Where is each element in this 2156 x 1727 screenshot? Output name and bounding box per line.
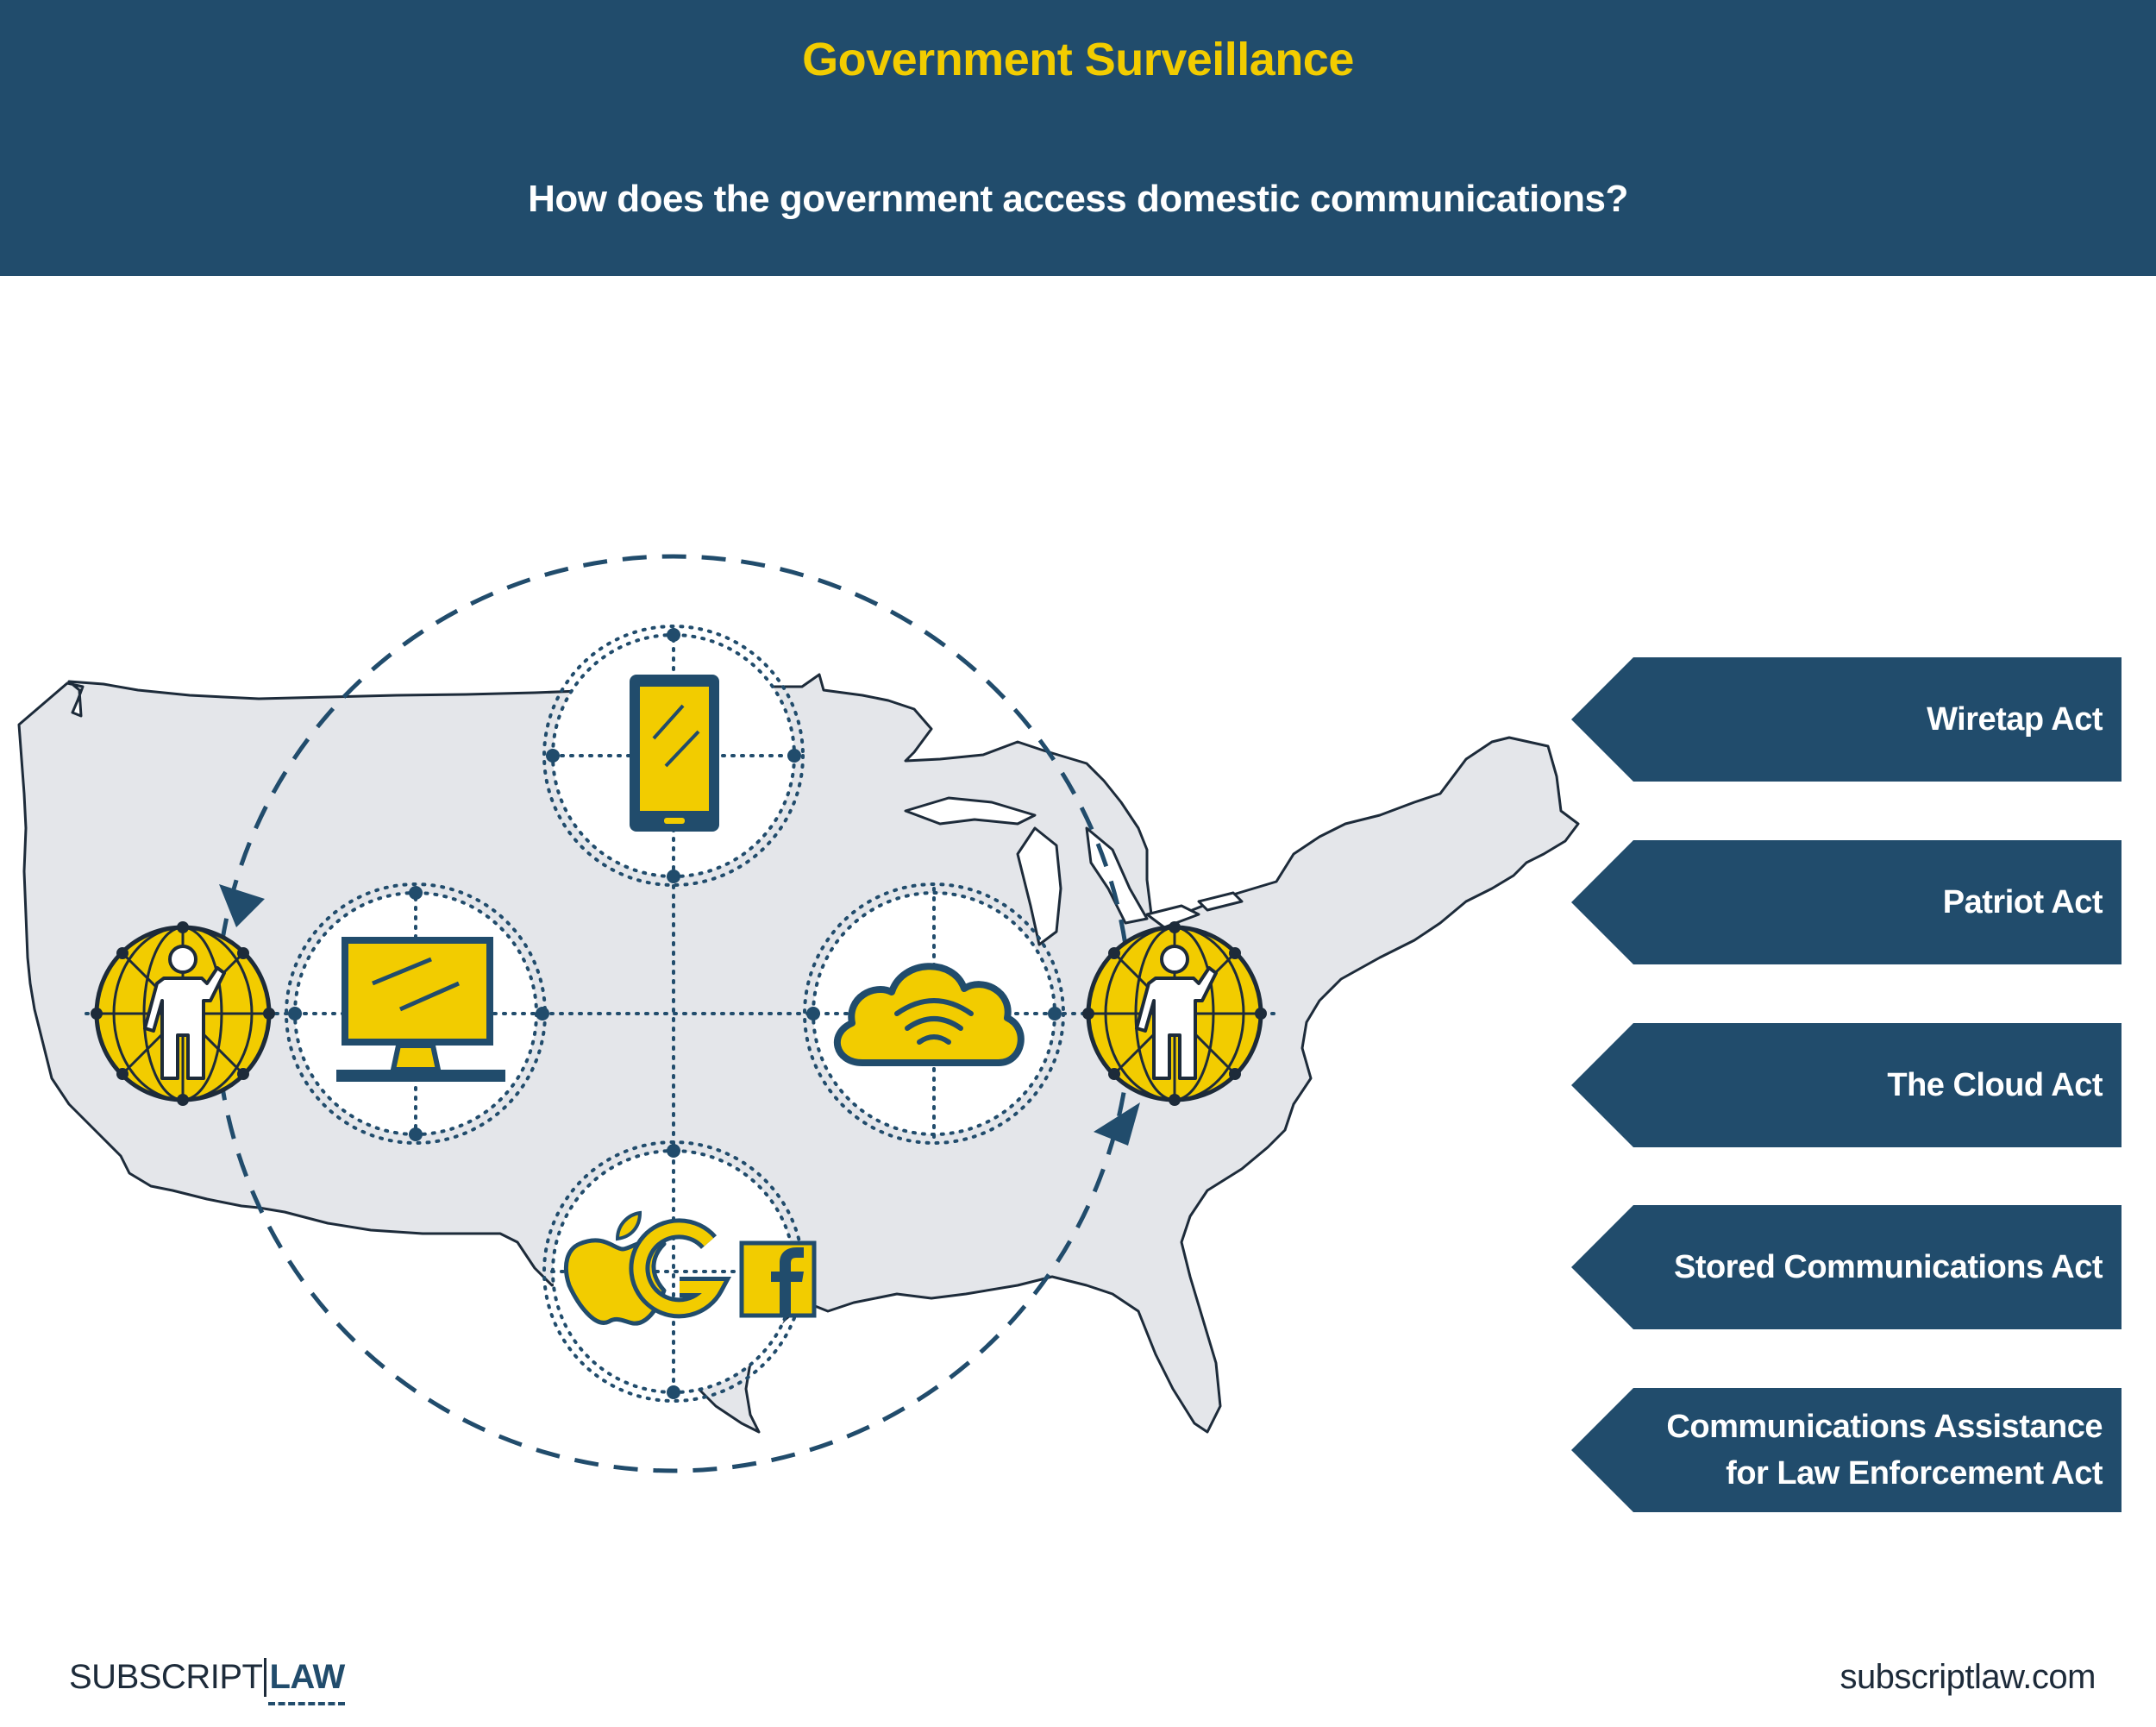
act-banner-patriot: Patriot Act — [1571, 840, 2122, 964]
company-logos — [564, 1210, 817, 1326]
person-icon — [91, 921, 275, 1106]
great-lakes — [904, 796, 1244, 946]
person-icon — [1082, 921, 1267, 1106]
act-banner-calea: Communications Assistance for Law Enforc… — [1571, 1388, 2122, 1512]
act-label: Communications Assistance for Law Enforc… — [1666, 1409, 2103, 1492]
us-map — [17, 673, 1580, 1434]
arrow-head-left — [219, 884, 265, 927]
google-logo — [629, 1218, 732, 1319]
act-label: Stored Communications Act — [1673, 1249, 2103, 1285]
page-subtitle: How does the government access domestic … — [528, 178, 1628, 220]
website-url: subscriptlaw.com — [1839, 1658, 2096, 1696]
act-label: Patriot Act — [1942, 884, 2103, 920]
act-label: Wiretap Act — [1927, 701, 2103, 738]
computer-monitor-icon — [336, 937, 505, 1082]
act-banner-stored-communications: Stored Communications Act — [1571, 1205, 2122, 1329]
arrow-head-right — [1094, 1102, 1140, 1146]
header-banner: Government Surveillance How does the gov… — [0, 0, 2156, 276]
surveillance-diagram — [17, 554, 1580, 1473]
smartphone-icon — [630, 675, 719, 832]
act-banner-cloud: The Cloud Act — [1571, 1023, 2122, 1147]
cloud-icon — [833, 963, 1025, 1066]
act-label: The Cloud Act — [1887, 1067, 2103, 1103]
page-title: Government Surveillance — [802, 34, 1354, 85]
act-banner-wiretap: Wiretap Act — [1571, 657, 2122, 782]
facebook-logo — [739, 1240, 817, 1318]
